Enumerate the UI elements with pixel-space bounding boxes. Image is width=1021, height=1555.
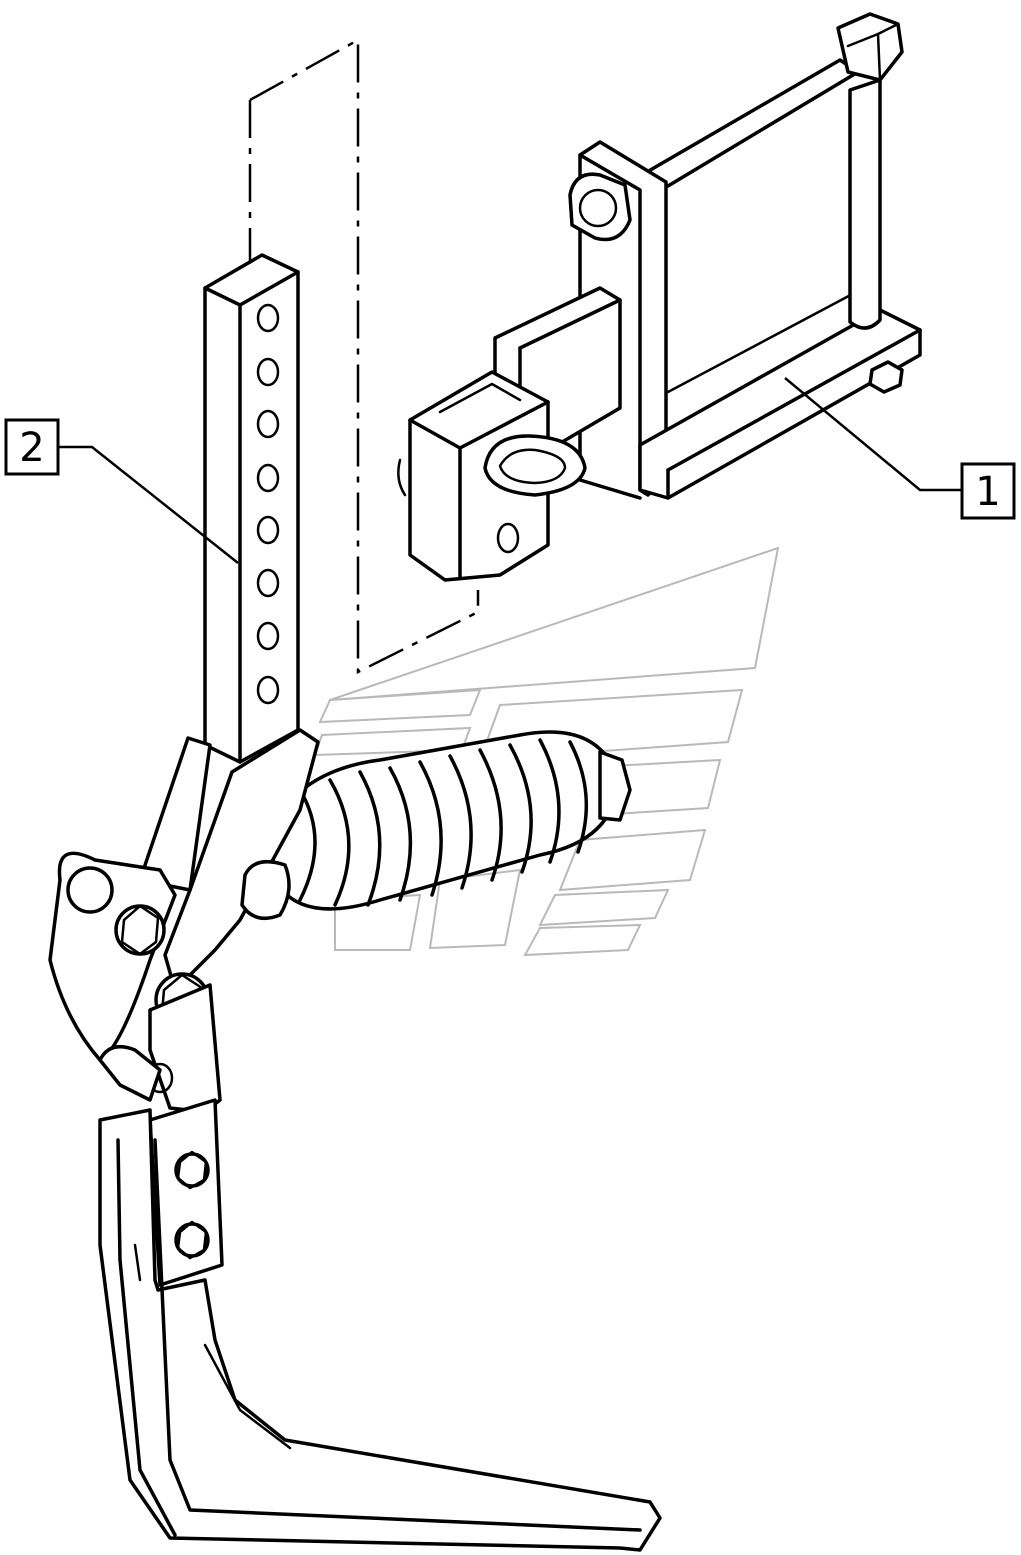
tine-assembly: [48, 253, 662, 1552]
bracket-assembly: [397, 12, 922, 582]
watermark-logo: [313, 546, 780, 957]
bar-holes: [256, 303, 280, 705]
callout-2: 2: [4, 418, 239, 564]
callout-1: 1: [784, 377, 1016, 520]
alignment-line: [248, 37, 480, 675]
callout-2-label: 2: [19, 425, 44, 471]
callout-1-label: 1: [975, 469, 1000, 515]
spring: [268, 730, 632, 911]
